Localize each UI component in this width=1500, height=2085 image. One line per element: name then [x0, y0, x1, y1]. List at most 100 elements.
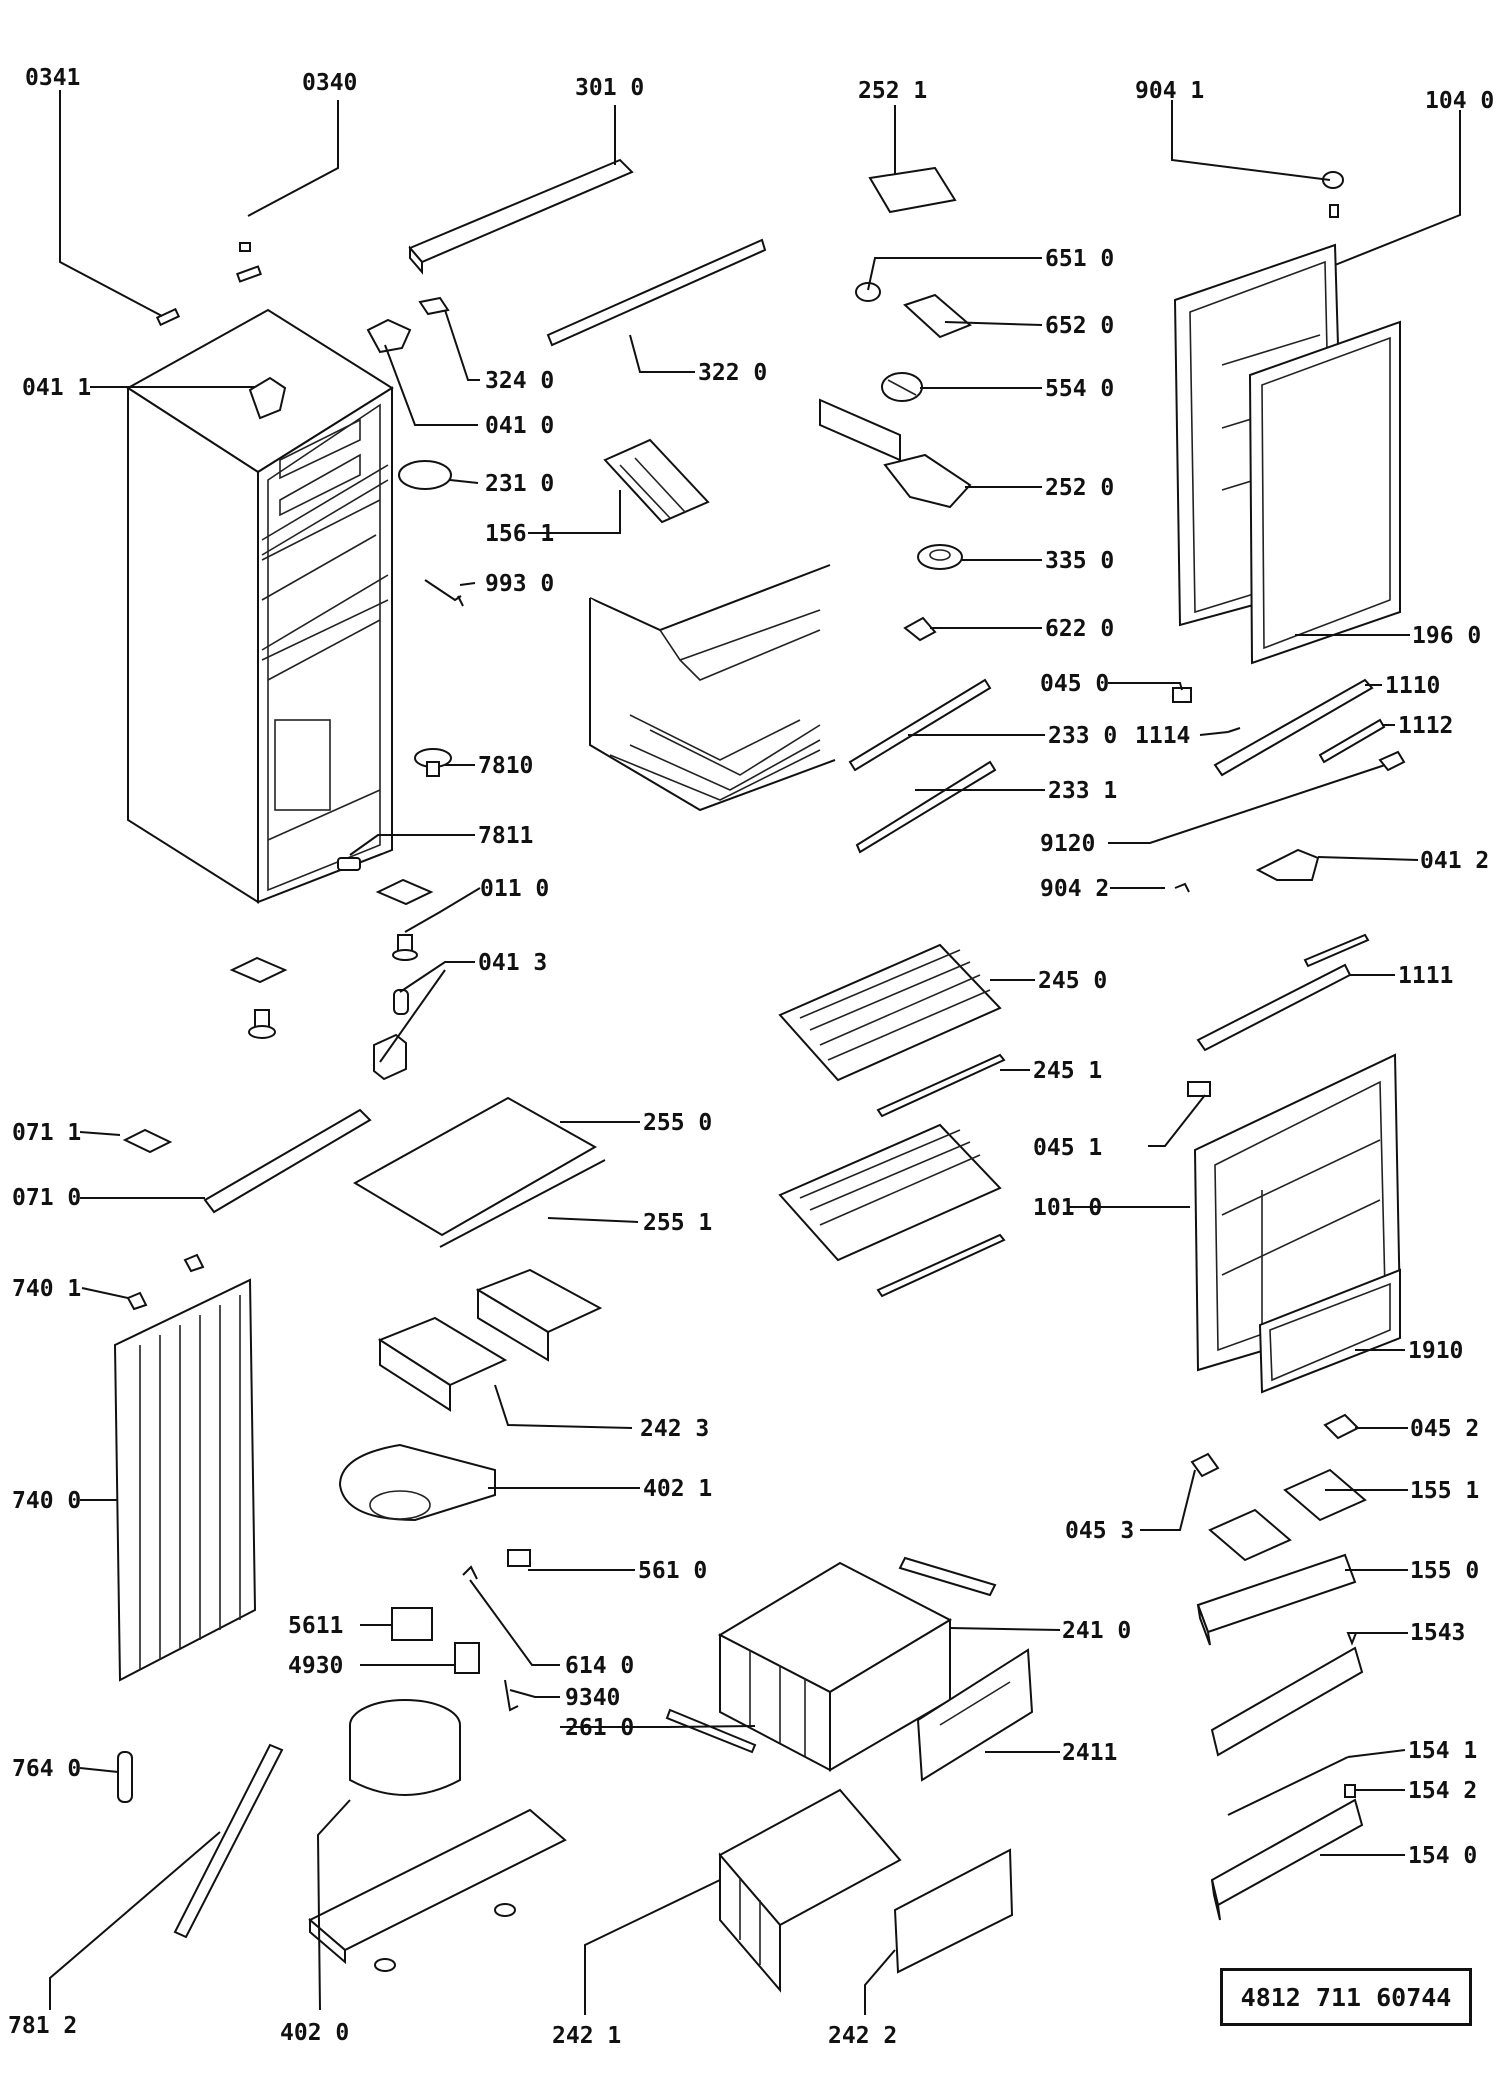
label-2310: 231 0 — [485, 471, 554, 497]
label-7812: 781 2 — [8, 2013, 77, 2039]
part-6140 — [462, 1565, 478, 1580]
part-0453 — [1190, 1452, 1220, 1478]
shelf-lower — [778, 1123, 1006, 1298]
part-3220 — [546, 238, 767, 347]
label-1010: 101 0 — [1033, 1195, 1102, 1221]
label-1114: 1114 — [1135, 723, 1190, 749]
part-7400 — [113, 1278, 257, 1682]
part-7812 — [173, 1743, 284, 1939]
part-0450 — [1172, 687, 1192, 703]
part-0451 — [1187, 1081, 1211, 1097]
label-9930: 993 0 — [485, 571, 554, 597]
label-3220: 322 0 — [698, 360, 767, 386]
label-2422: 242 2 — [828, 2023, 897, 2049]
part-2610 — [665, 1708, 757, 1754]
part-0413 — [373, 989, 409, 1081]
label-1960: 196 0 — [1412, 623, 1481, 649]
label-6510: 651 0 — [1045, 246, 1114, 272]
label-1110: 1110 — [1385, 673, 1440, 699]
part-4020 — [308, 1699, 567, 1972]
label-3240: 324 0 — [485, 368, 554, 394]
part-9042 — [1174, 882, 1190, 893]
label-9340: 9340 — [565, 1685, 620, 1711]
label-1541: 154 1 — [1408, 1738, 1477, 1764]
part-7640 — [117, 1751, 133, 1803]
label-0453: 045 3 — [1065, 1518, 1134, 1544]
label-1540: 154 0 — [1408, 1843, 1477, 1869]
label-0110: 011 0 — [480, 876, 549, 902]
part-labels: 0341 0340 301 0 252 1 904 1 104 0 651 0 … — [8, 65, 1494, 2049]
foot-left — [229, 956, 288, 1039]
label-7401: 740 1 — [12, 1276, 81, 1302]
label-2421: 242 1 — [552, 2023, 621, 2049]
label-2550: 255 0 — [643, 1110, 712, 1136]
part-9120 — [1378, 750, 1406, 772]
label-3350: 335 0 — [1045, 548, 1114, 574]
part-1110 — [1213, 678, 1374, 777]
label-2423: 242 3 — [640, 1416, 709, 1442]
label-1550: 155 0 — [1410, 1558, 1479, 1584]
shelf-door-mid — [1210, 1646, 1364, 1757]
part-3240 — [418, 296, 450, 316]
label-2451: 245 1 — [1033, 1058, 1102, 1084]
label-2450: 245 0 — [1038, 968, 1107, 994]
part-0412 — [1255, 848, 1320, 881]
label-7810: 7810 — [478, 753, 533, 779]
label-5611: 5611 — [288, 1613, 343, 1639]
part-1550 — [1196, 1553, 1357, 1646]
label-6140: 614 0 — [565, 1653, 634, 1679]
part-2551 — [439, 1159, 606, 1248]
part-2310 — [398, 460, 452, 490]
label-9042: 904 2 — [1040, 876, 1109, 902]
evaporator — [589, 564, 836, 812]
part-1541 — [1227, 1756, 1349, 1816]
label-0410: 041 0 — [485, 413, 554, 439]
label-2520: 252 0 — [1045, 475, 1114, 501]
label-1040: 104 0 — [1425, 88, 1494, 114]
part-0711 — [122, 1128, 173, 1154]
part-0710 — [203, 1108, 372, 1214]
label-4021: 402 1 — [643, 1476, 712, 1502]
label-7400: 740 0 — [12, 1488, 81, 1514]
part-2410 — [717, 1556, 997, 1772]
part-1543 — [1346, 1632, 1358, 1646]
label-3010: 301 0 — [575, 75, 644, 101]
label-2330: 233 0 — [1048, 723, 1117, 749]
label-4020: 402 0 — [280, 2020, 349, 2046]
label-0450: 045 0 — [1040, 671, 1109, 697]
label-0412: 041 2 — [1420, 848, 1489, 874]
fridge-cabinet — [126, 308, 394, 904]
label-0451: 045 1 — [1033, 1135, 1102, 1161]
part-1112 — [1318, 718, 1386, 764]
part-4930 — [454, 1642, 480, 1674]
part-0340 — [236, 242, 262, 283]
label-0341: 0341 — [25, 65, 80, 91]
label-0452: 045 2 — [1410, 1416, 1479, 1442]
label-1910: 1910 — [1408, 1338, 1463, 1364]
label-4930: 4930 — [288, 1653, 343, 1679]
label-1551: 155 1 — [1410, 1478, 1479, 1504]
label-0413: 041 3 — [478, 950, 547, 976]
part-0110 — [375, 878, 434, 961]
label-2411: 2411 — [1062, 1740, 1117, 1766]
part-2331 — [855, 760, 997, 854]
part-1910 — [1258, 1268, 1401, 1394]
part-1561 — [603, 438, 710, 524]
part-7811 — [337, 857, 361, 871]
label-1542: 154 2 — [1408, 1778, 1477, 1804]
label-0711: 071 1 — [12, 1120, 81, 1146]
part-5540 — [881, 372, 923, 402]
part-5610 — [507, 1549, 531, 1567]
part-2330 — [848, 678, 992, 772]
label-1111: 1111 — [1398, 963, 1453, 989]
part-0452 — [1323, 1413, 1360, 1440]
part-2550 — [352, 1096, 598, 1237]
part-7810 — [414, 748, 452, 777]
part-2422 — [893, 1848, 1014, 1974]
part-1540 — [1210, 1798, 1364, 1921]
part-2450 — [778, 943, 1002, 1082]
label-1561: 156 1 — [485, 521, 554, 547]
part-1960 — [1248, 320, 1401, 665]
part-6510 — [855, 282, 881, 302]
